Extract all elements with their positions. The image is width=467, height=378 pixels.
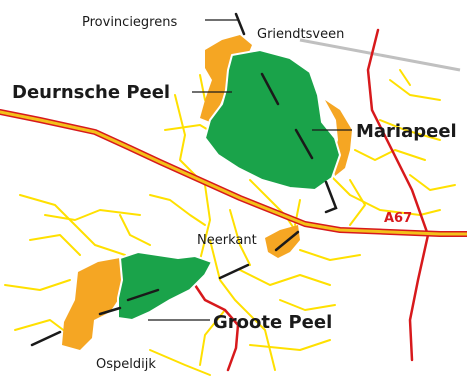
label-deurnsche-peel: Deurnsche Peel bbox=[12, 82, 170, 103]
reserve-groote-peel bbox=[117, 251, 213, 321]
railway-line bbox=[299, 38, 461, 72]
main-road-north-south bbox=[366, 28, 430, 362]
label-road-a67: A67 bbox=[384, 211, 412, 226]
label-griendtsveen: Griendtsveen bbox=[257, 27, 344, 42]
province-border bbox=[30, 12, 338, 347]
main-road-south bbox=[193, 283, 240, 372]
peat-area-east bbox=[325, 100, 352, 176]
peat-area-neerkant bbox=[265, 225, 300, 258]
label-neerkant: Neerkant bbox=[197, 233, 257, 248]
motorway-a67 bbox=[0, 109, 467, 237]
local-roads bbox=[4, 69, 456, 376]
reserve-mariapeel bbox=[204, 49, 341, 191]
nature-reserves bbox=[117, 49, 341, 321]
peat-area-groote-peel bbox=[62, 258, 122, 350]
label-groote-peel: Groote Peel bbox=[213, 312, 332, 333]
label-provinciegrens: Provinciegrens bbox=[82, 15, 177, 30]
leader-lines bbox=[148, 19, 352, 321]
label-mariapeel: Mariapeel bbox=[356, 121, 457, 142]
label-ospeldijk: Ospeldijk bbox=[96, 357, 156, 372]
